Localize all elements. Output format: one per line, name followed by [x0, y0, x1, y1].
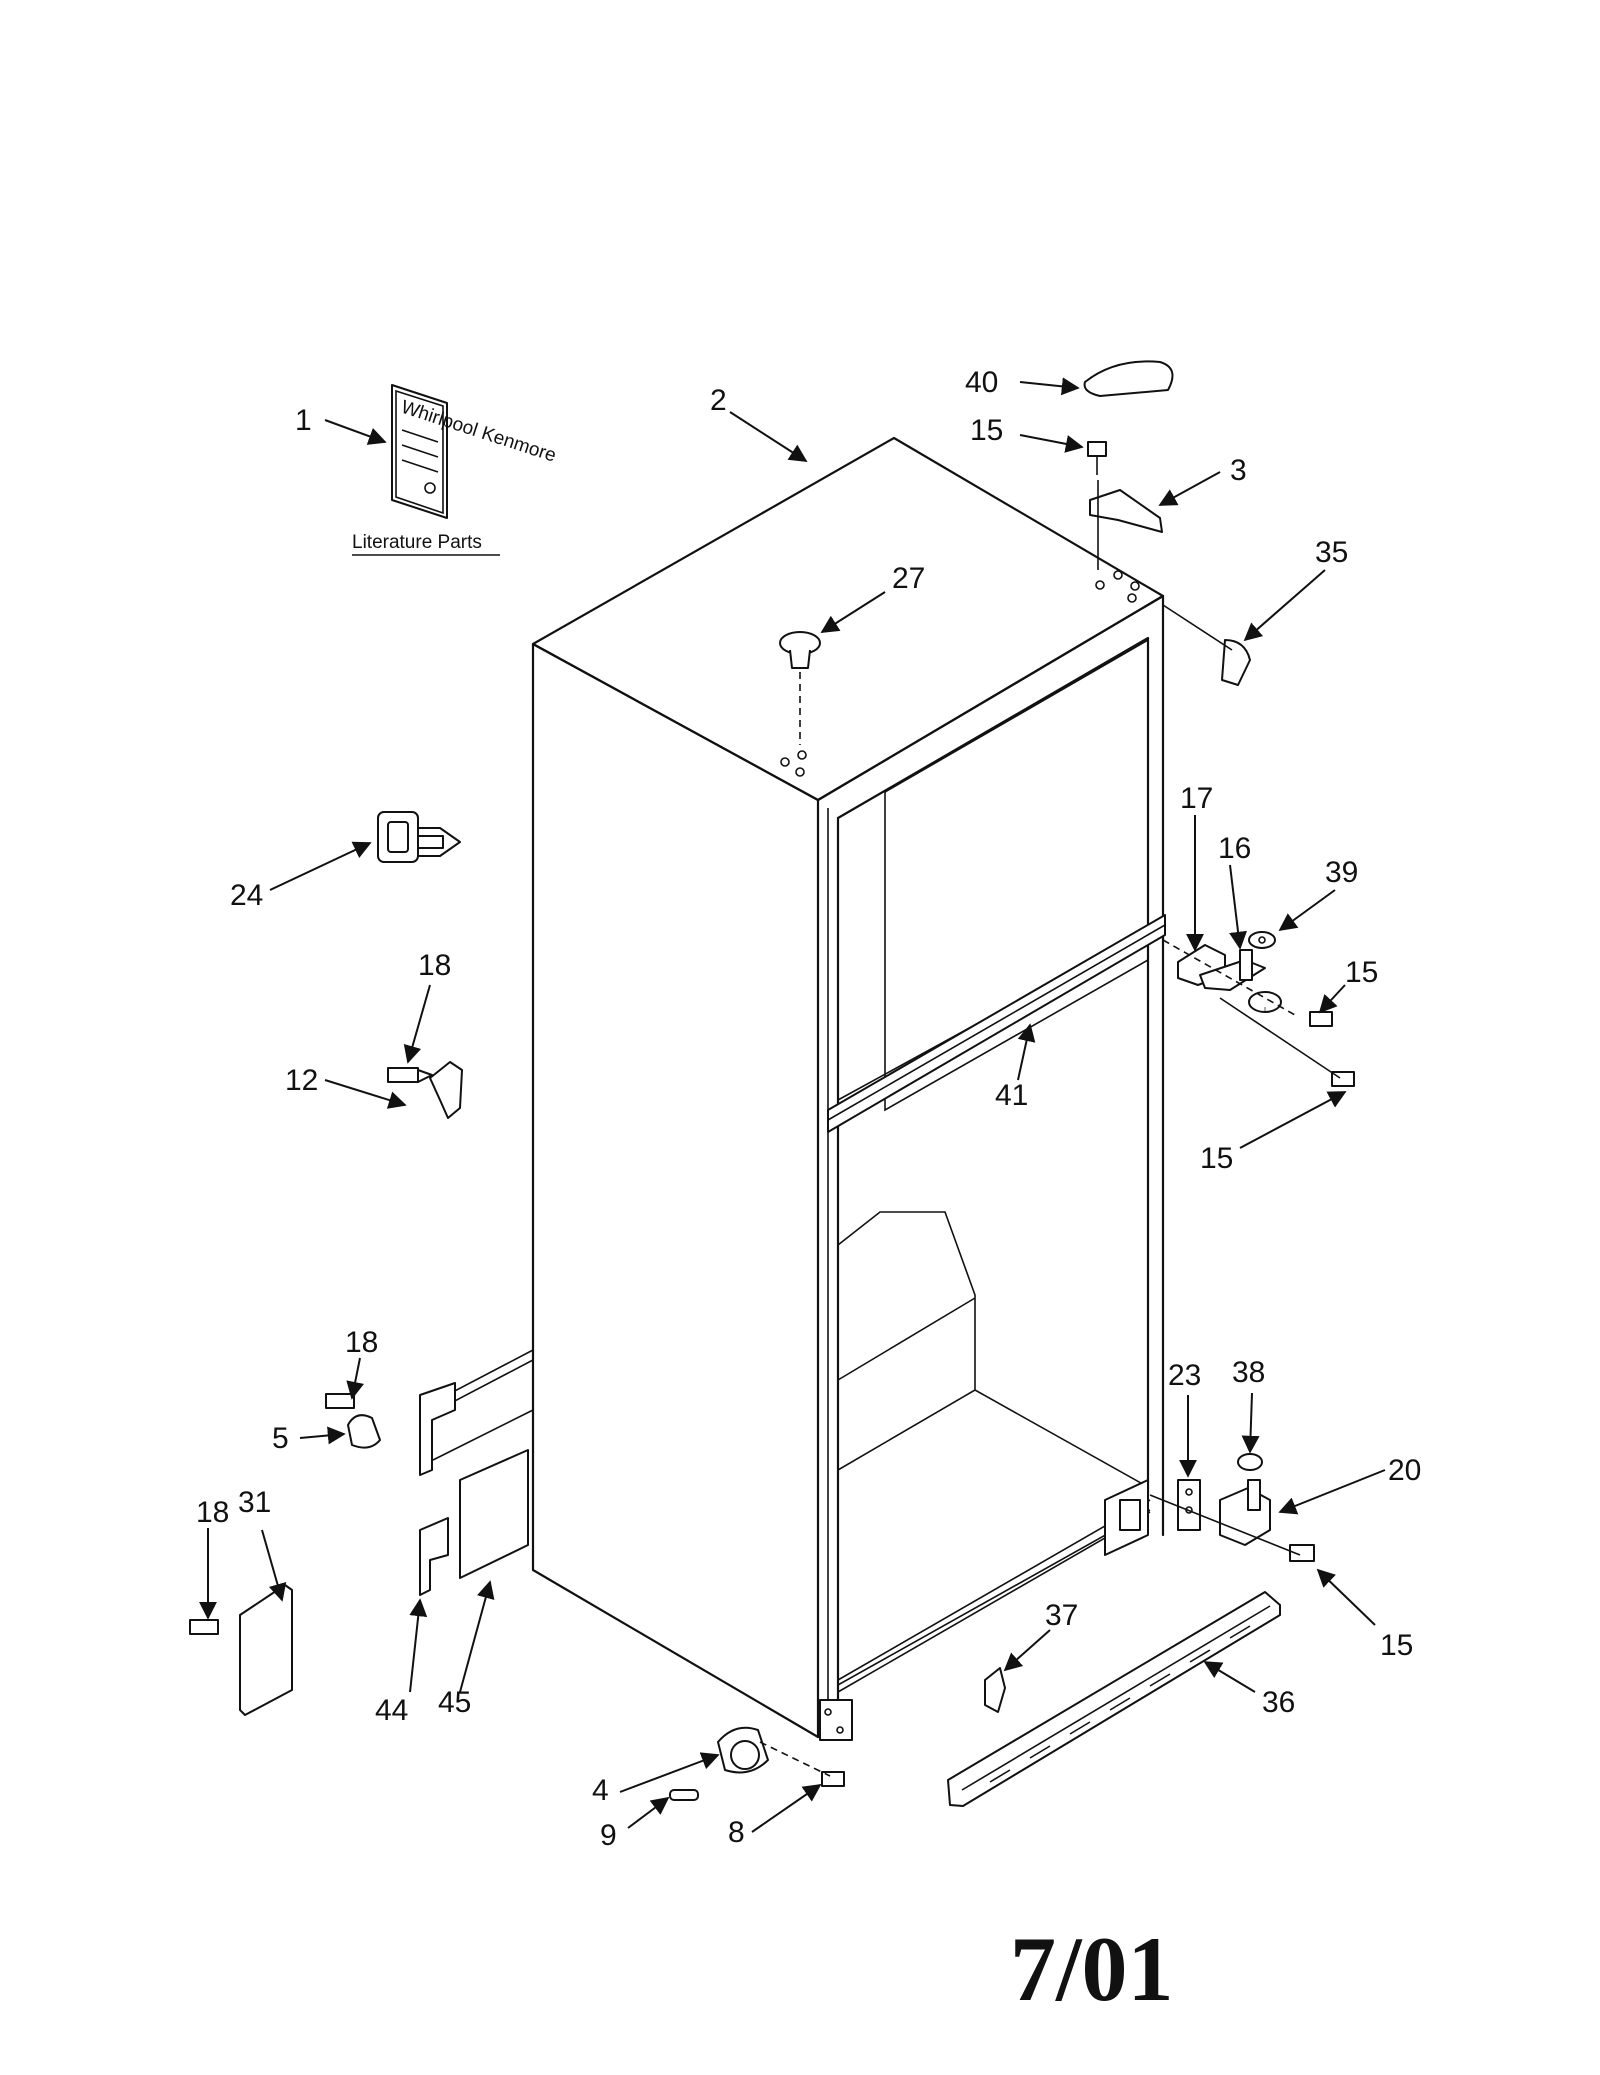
roller-assembly-part — [669, 1726, 845, 1801]
callout-23: 23 — [1168, 1359, 1201, 1392]
callout-35: 35 — [1315, 536, 1348, 569]
cord-clamp-part — [325, 1382, 456, 1476]
callout-1: 1 — [295, 404, 312, 437]
lower-hinge-part — [1177, 1453, 1315, 1562]
callout-labels: 1 2 3 40 15 35 27 24 18 12 17 16 39 15 1… — [196, 366, 1421, 1852]
callout-5: 5 — [272, 1422, 289, 1455]
callout-38: 38 — [1232, 1356, 1265, 1389]
callout-31: 31 — [238, 1486, 271, 1519]
callout-2: 2 — [710, 384, 727, 417]
washer-39-part — [1248, 931, 1276, 949]
screw-15-middle-part — [1309, 1011, 1355, 1087]
callout-20: 20 — [1388, 1454, 1421, 1487]
callout-12: 12 — [285, 1064, 318, 1097]
callout-18-lower: 18 — [196, 1496, 229, 1529]
callout-17: 17 — [1180, 782, 1213, 815]
literature-parts-label: Literature Parts — [352, 532, 482, 553]
door-stop-part — [377, 811, 461, 863]
callout-40: 40 — [965, 366, 998, 399]
literature-booklet: Whirlpool Kenmore — [391, 384, 559, 519]
callout-3: 3 — [1230, 454, 1247, 487]
door-handle-bracket-part — [387, 1061, 463, 1119]
date-code: 7/01 — [1010, 1918, 1174, 2020]
toe-grille-part — [947, 1591, 1281, 1807]
callout-15-bottom: 15 — [1380, 1629, 1413, 1662]
callout-18-upper: 18 — [418, 949, 451, 982]
callout-27: 27 — [892, 562, 925, 595]
callout-8: 8 — [728, 1816, 745, 1849]
callout-16: 16 — [1218, 832, 1251, 865]
callout-41: 41 — [995, 1079, 1028, 1112]
grille-clip-part — [984, 1667, 1006, 1713]
callout-44: 44 — [375, 1694, 408, 1727]
back-bracket-44-part — [419, 1517, 449, 1596]
leader-lines — [199, 377, 1386, 1833]
callout-45: 45 — [438, 1686, 471, 1719]
callout-15-mid: 15 — [1345, 956, 1378, 989]
cover-31-part — [189, 1584, 293, 1716]
callout-24: 24 — [230, 879, 263, 912]
callout-39: 39 — [1325, 856, 1358, 889]
plug-part — [779, 631, 821, 669]
hinge-cover-part — [1083, 360, 1174, 397]
hinge-clip-part — [1221, 639, 1251, 686]
callout-15-mid-lower: 15 — [1200, 1142, 1233, 1175]
callout-4: 4 — [592, 1774, 609, 1807]
insulation-45-part — [459, 1449, 529, 1579]
callout-36: 36 — [1262, 1686, 1295, 1719]
callout-37: 37 — [1045, 1599, 1078, 1632]
cabinet — [427, 436, 1166, 1741]
callout-18-middle: 18 — [345, 1326, 378, 1359]
callout-9: 9 — [600, 1819, 617, 1852]
callout-15-top: 15 — [970, 414, 1003, 447]
top-hinge-part — [1087, 441, 1163, 570]
